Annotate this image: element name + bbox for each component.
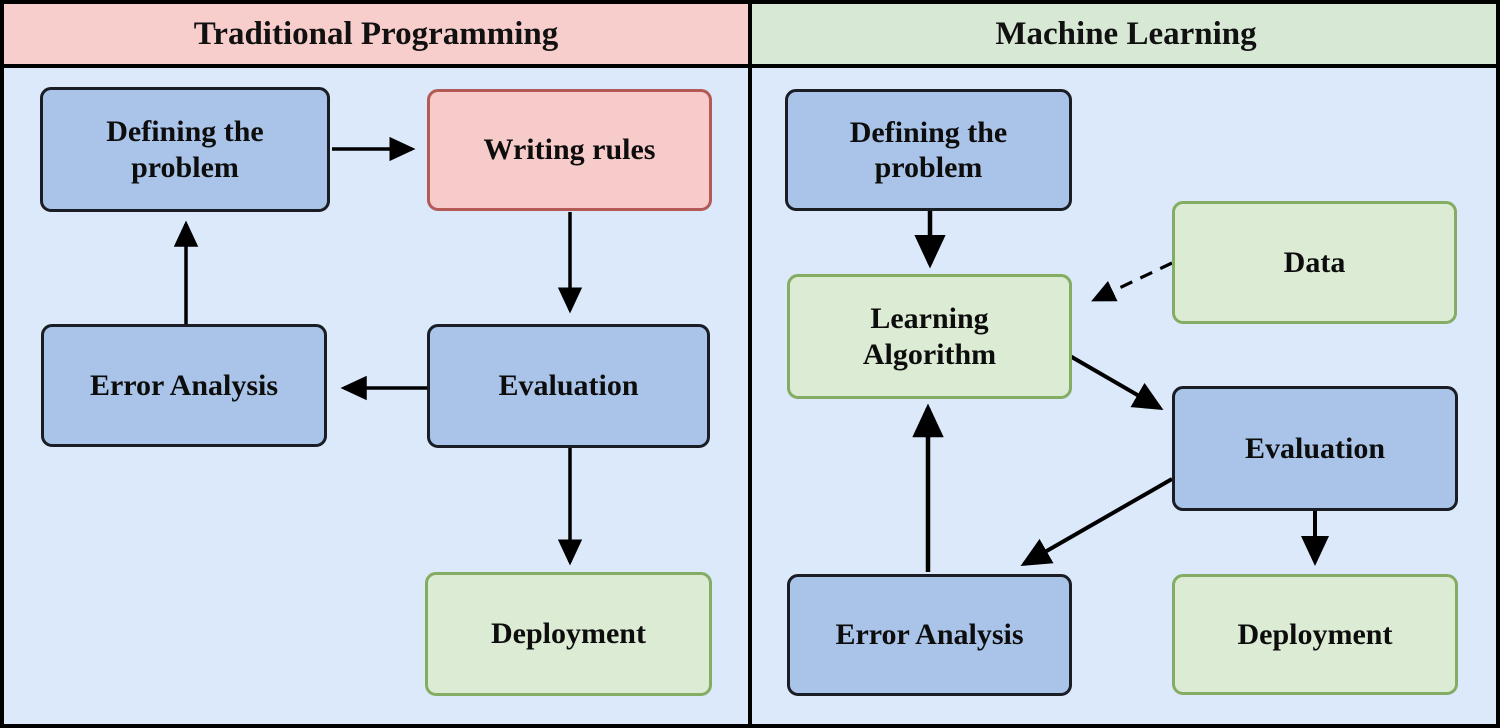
node-label: Defining the problem [106, 115, 264, 184]
node-label: Learning Algorithm [862, 302, 997, 371]
header-label: Machine Learning [995, 15, 1257, 52]
node-tp-error-analysis: Error Analysis [41, 324, 327, 447]
node-label: Data [1283, 245, 1346, 279]
header-traditional-programming: Traditional Programming [4, 4, 748, 68]
node-tp-defining-problem: Defining the problem [40, 87, 330, 212]
header-machine-learning: Machine Learning [752, 4, 1496, 68]
node-label: Defining the problem [849, 115, 1008, 184]
arrow-learning-algorithm-to-evaluation [1068, 354, 1164, 411]
node-label: Error Analysis [89, 368, 279, 402]
node-label: Deployment [1237, 617, 1393, 651]
node-ml-learning-algorithm: Learning Algorithm [787, 274, 1072, 399]
node-ml-deployment: Deployment [1172, 574, 1458, 695]
node-label: Deployment [491, 617, 646, 651]
node-ml-data: Data [1172, 201, 1457, 324]
node-label: Evaluation [1244, 431, 1386, 465]
arrow-ml-evaluation-to-error-analysis [1020, 477, 1173, 566]
node-ml-error-analysis: Error Analysis [787, 574, 1072, 696]
arrow-data-to-learning-algorithm-dashed [1091, 261, 1173, 302]
node-label: Writing rules [483, 133, 656, 167]
node-label: Error Analysis [835, 618, 1024, 652]
node-ml-evaluation: Evaluation [1172, 386, 1458, 511]
node-tp-evaluation: Evaluation [427, 324, 710, 448]
node-tp-writing-rules: Writing rules [427, 89, 712, 211]
node-ml-defining-problem: Defining the problem [785, 89, 1072, 211]
node-tp-deployment: Deployment [425, 572, 712, 696]
header-label: Traditional Programming [193, 15, 559, 52]
panel-divider [748, 4, 752, 724]
node-label: Evaluation [498, 369, 639, 403]
